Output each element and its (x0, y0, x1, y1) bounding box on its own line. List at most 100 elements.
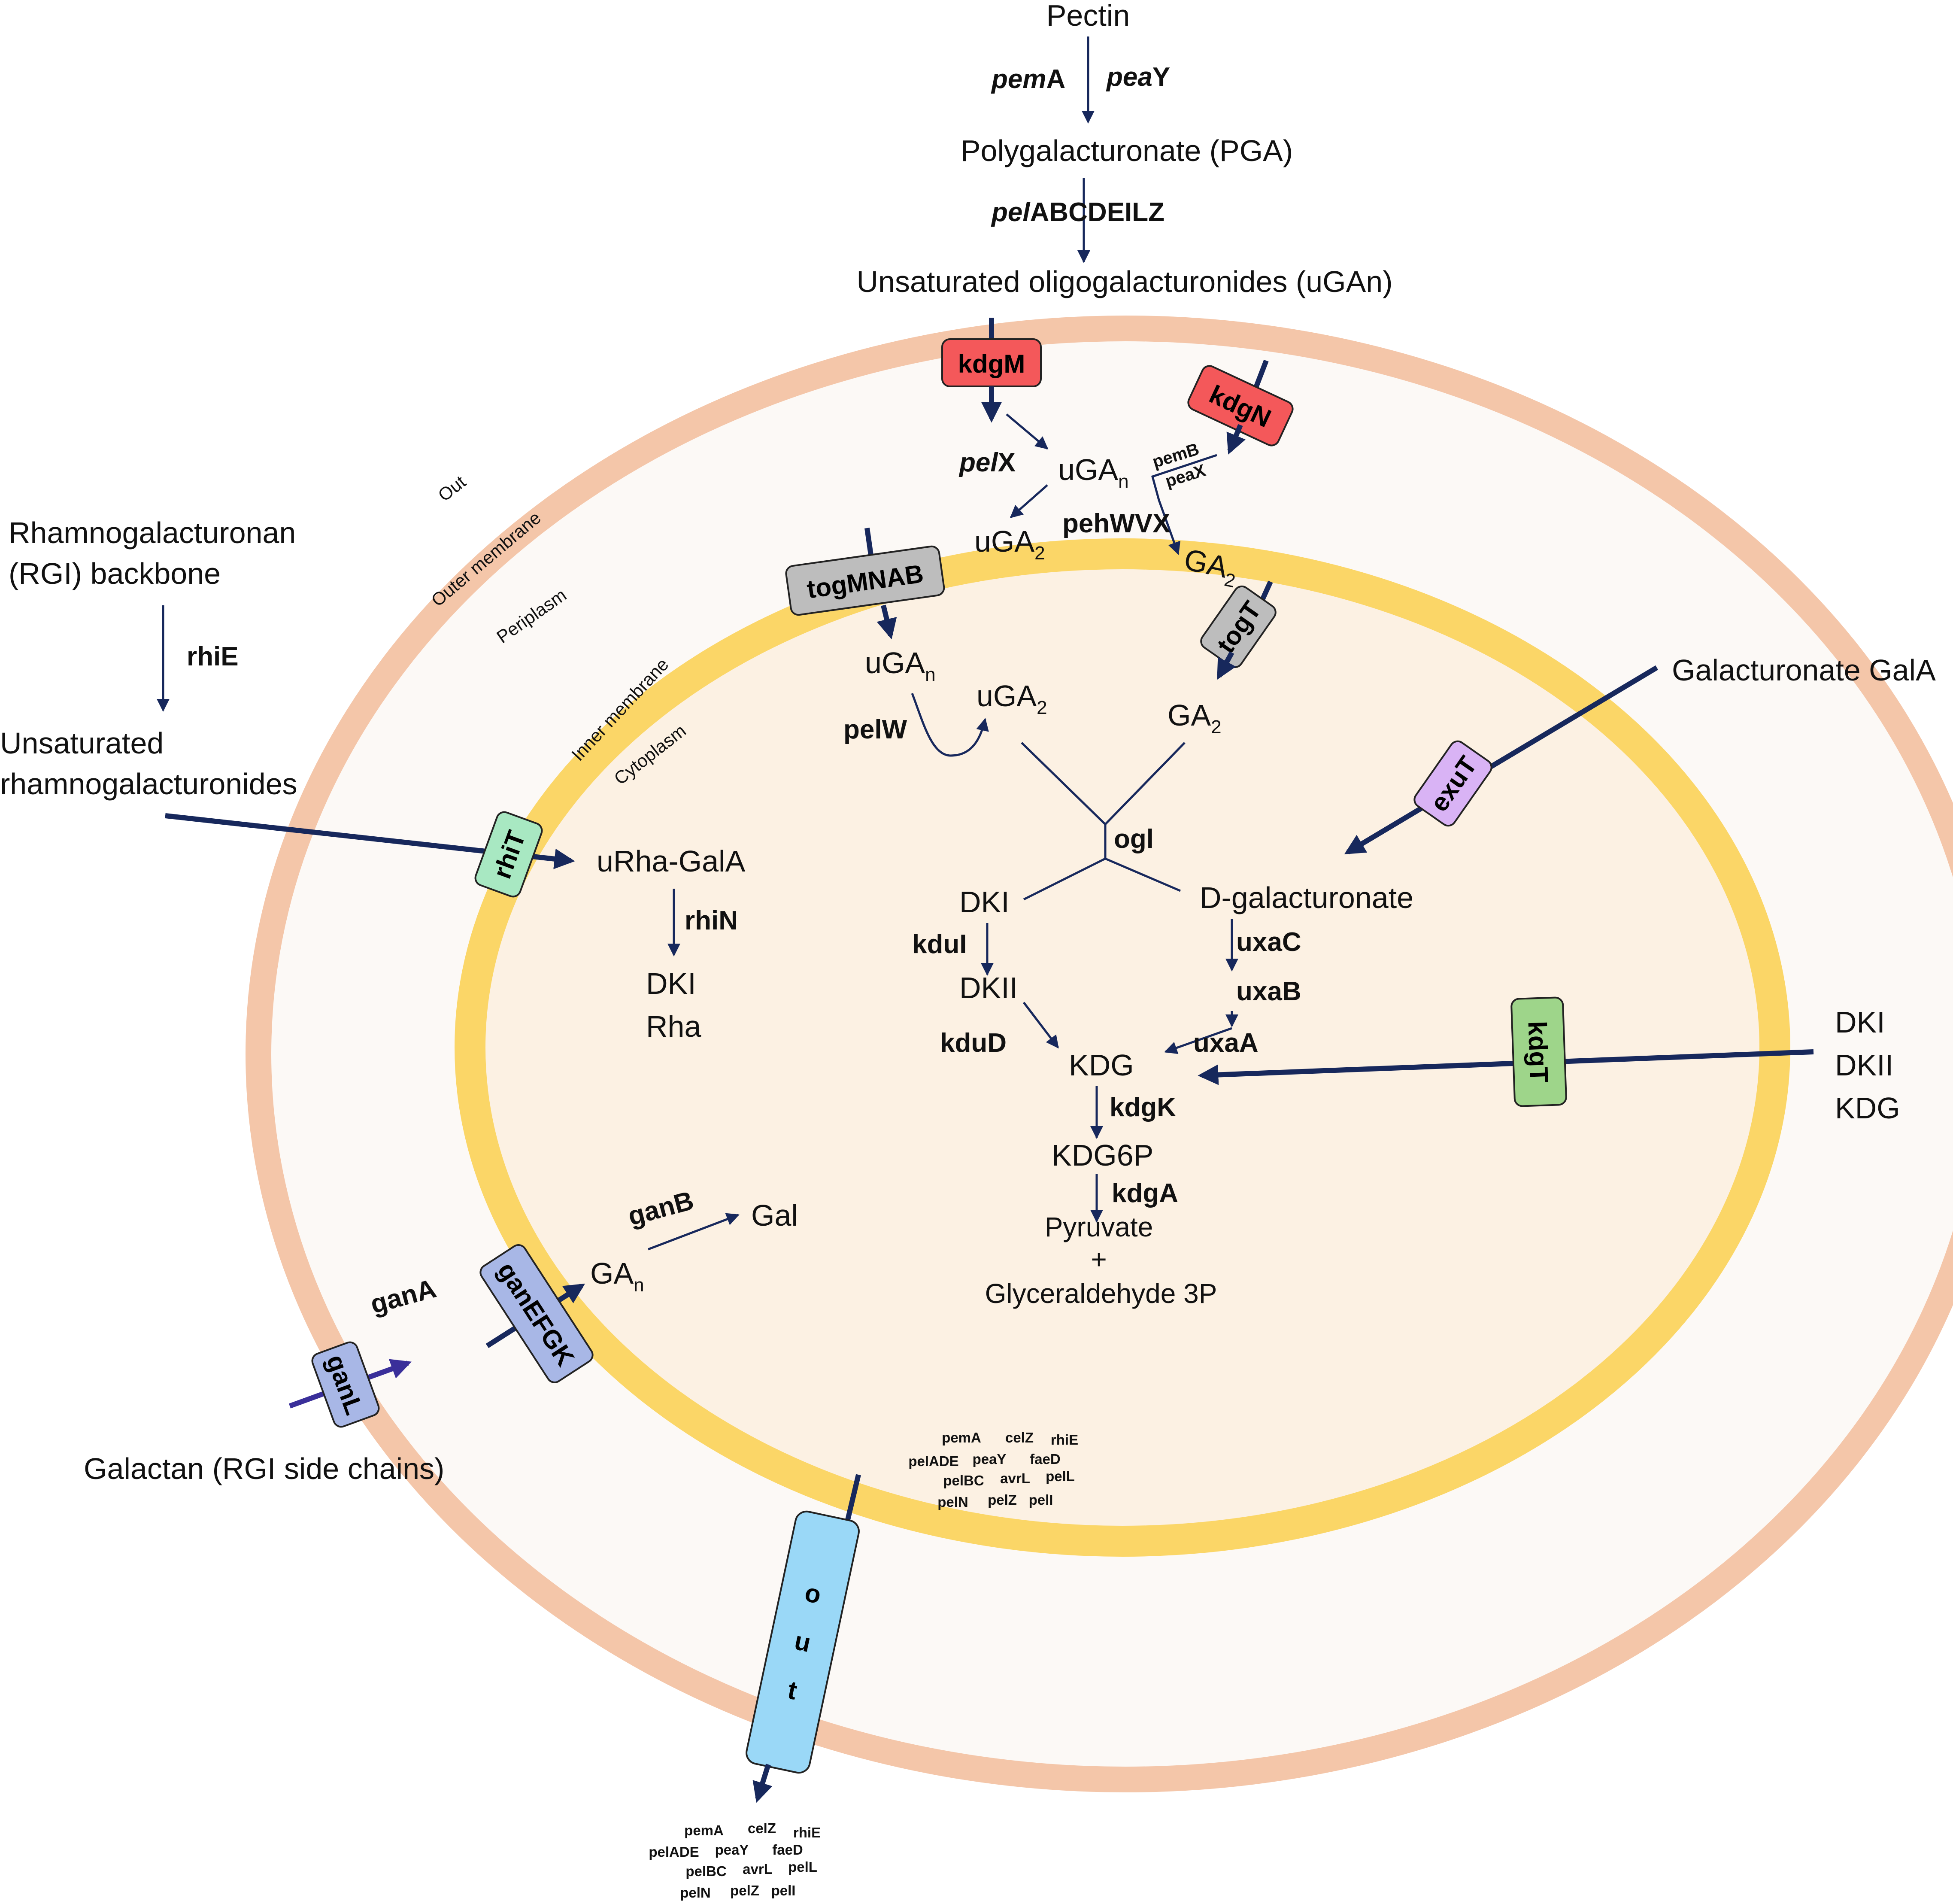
cyto-dki: DKI (959, 885, 1010, 919)
secreted-outer-item: pelZ (730, 1883, 759, 1898)
gene-ogl: ogl (1114, 824, 1154, 854)
dkii-ext: DKII (1835, 1048, 1893, 1082)
secreted-outer-item: pelI (771, 1883, 796, 1898)
kdgT-transporter: kdgT (1510, 996, 1567, 1107)
rgi-line1: Rhamnogalacturonan (9, 516, 296, 550)
arrow-pemB-peaX (1151, 454, 1217, 555)
cyto-rha: Rha (646, 1010, 701, 1043)
ugan-ext-label: Unsaturated oligogalacturonides (uGAn) (856, 265, 1392, 298)
gene-rhiN: rhiN (685, 906, 738, 935)
arrow-togMNAB-in (876, 604, 897, 640)
arrow-exuT-import (1344, 665, 1659, 855)
ogl-line-left-top (1021, 742, 1106, 825)
gene-kdgA: kdgA (1112, 1178, 1178, 1208)
rgi-line2: (RGI) backbone (9, 557, 221, 590)
cyto-glyceraldehyde: Glyceraldehyde 3P (985, 1278, 1217, 1309)
secreted-inner-item: pemA (942, 1430, 981, 1445)
galactan-label: Galactan (RGI side chains) (84, 1452, 444, 1485)
inner-membrane (455, 538, 1790, 1557)
cyto-pyruvate: Pyruvate (1045, 1212, 1153, 1242)
pectin-label: Pectin (1046, 0, 1130, 32)
gene-pel: pelABCDEILZ (991, 197, 1165, 227)
secreted-outer-item: faeD (772, 1842, 803, 1858)
gene-peaY: peaY (1106, 62, 1170, 92)
label-out: Out (434, 471, 470, 505)
secreted-outer-item: pelL (788, 1859, 817, 1875)
secreted-inner-item: avrL (1000, 1470, 1030, 1486)
secreted-list-outer: pemA celZ rhiE pelADE peaY faeD pelBC av… (649, 1820, 821, 1901)
periplasm-ugan: uGAn (1058, 453, 1129, 492)
secreted-inner-item: pelI (1029, 1492, 1053, 1508)
gene-uxaA: uxaA (1193, 1028, 1259, 1058)
secreted-inner-item: pelN (937, 1494, 968, 1510)
arrow-pelW (911, 693, 989, 757)
dki-ext: DKI (1835, 1005, 1885, 1039)
secreted-inner-item: pelL (1046, 1468, 1075, 1484)
gene-uxaB: uxaB (1236, 977, 1301, 1006)
periplasm-uga2: uGA2 (974, 525, 1045, 564)
secreted-inner-item: pelADE (908, 1453, 958, 1469)
secreted-outer-item: celZ (748, 1820, 776, 1836)
cyto-rhi-dki: DKI (646, 967, 696, 1000)
secreted-inner-item: faeD (1030, 1451, 1061, 1467)
cyto-dkii: DKII (959, 971, 1018, 1005)
gene-pemA: pemA (991, 64, 1065, 94)
cyto-kdg: KDG (1069, 1048, 1134, 1082)
gene-pelW: pelW (843, 715, 907, 744)
secreted-outer-item: avrL (743, 1861, 773, 1877)
svg-text:kdgT: kdgT (1523, 1020, 1554, 1083)
svg-text:kdgM: kdgM (958, 349, 1025, 378)
arrow-gan-gal (648, 1213, 740, 1251)
arrow-togT-in (1216, 651, 1236, 680)
secreted-inner-item: peaY (973, 1451, 1007, 1467)
gene-pehWVX: pehWVX (1062, 509, 1170, 538)
secreted-list-inner: pemA celZ rhiE pelADE peaY faeD pelBC av… (908, 1430, 1078, 1510)
arrow-ugan-uga2-peri (1010, 484, 1048, 518)
gene-uxaC: uxaC (1236, 927, 1301, 957)
rhiT-transporter: rhiT (474, 811, 543, 898)
arrow-uxaA-kdg (1164, 1027, 1232, 1054)
ogl-line-right-bottom (1105, 857, 1181, 892)
secreted-inner-item: pelBC (943, 1473, 984, 1488)
secreted-inner-item: rhiE (1051, 1432, 1078, 1448)
cyto-gal: Gal (751, 1199, 798, 1232)
cyto-ugan: uGAn (865, 646, 936, 685)
arrow-kdgT-import (1198, 1049, 1814, 1085)
galA-ext-label: Galacturonate GalA (1672, 653, 1936, 687)
gene-kduD: kduD (940, 1028, 1007, 1058)
secreted-outer-item: rhiE (793, 1825, 821, 1840)
cyto-kdg6p: KDG6P (1052, 1139, 1153, 1172)
cyto-plus: + (1091, 1244, 1107, 1275)
ogl-line-right-top (1104, 742, 1186, 825)
gene-rhiE: rhiE (187, 642, 239, 671)
cyto-ga2: GA2 (1168, 698, 1222, 738)
secreted-outer-item: peaY (715, 1842, 749, 1858)
secreted-outer-item: pelADE (649, 1844, 699, 1860)
arrow-dkii-kdg (1023, 1002, 1059, 1049)
togMNAB-stem-top (864, 528, 874, 559)
gene-kduI: kduI (912, 929, 967, 959)
urha-line2: rhamnogalacturonides (0, 767, 297, 801)
secreted-outer-item: pelBC (685, 1863, 726, 1879)
secreted-outer-item: pelN (680, 1885, 711, 1901)
out-transporter: o u t (746, 1510, 860, 1774)
secreted-inner-item: pelZ (988, 1492, 1017, 1508)
togMNAB-transporter: togMNAB (785, 545, 945, 616)
pga-label: Polygalacturonate (PGA) (961, 134, 1293, 167)
out-stem-top (845, 1474, 861, 1521)
gene-pelX: pelX (958, 448, 1016, 477)
gene-kdgK: kdgK (1110, 1093, 1176, 1122)
arrow-to-periplasm-ugan (1006, 413, 1049, 449)
secreted-inner-item: celZ (1005, 1430, 1034, 1445)
cyto-urha-gala: uRha-GalA (597, 844, 746, 878)
arrow-kdgN-in (1226, 424, 1246, 455)
arrow-out-secrete (752, 1764, 773, 1803)
kdgN-stem-top (1253, 359, 1269, 390)
secreted-outer-item: pemA (684, 1822, 724, 1838)
ogl-line-left-bottom (1023, 857, 1106, 901)
kdgM-transporter: kdgM (941, 338, 1042, 387)
ganL-transporter: ganL (311, 1341, 380, 1428)
kdg-ext: KDG (1835, 1091, 1900, 1125)
